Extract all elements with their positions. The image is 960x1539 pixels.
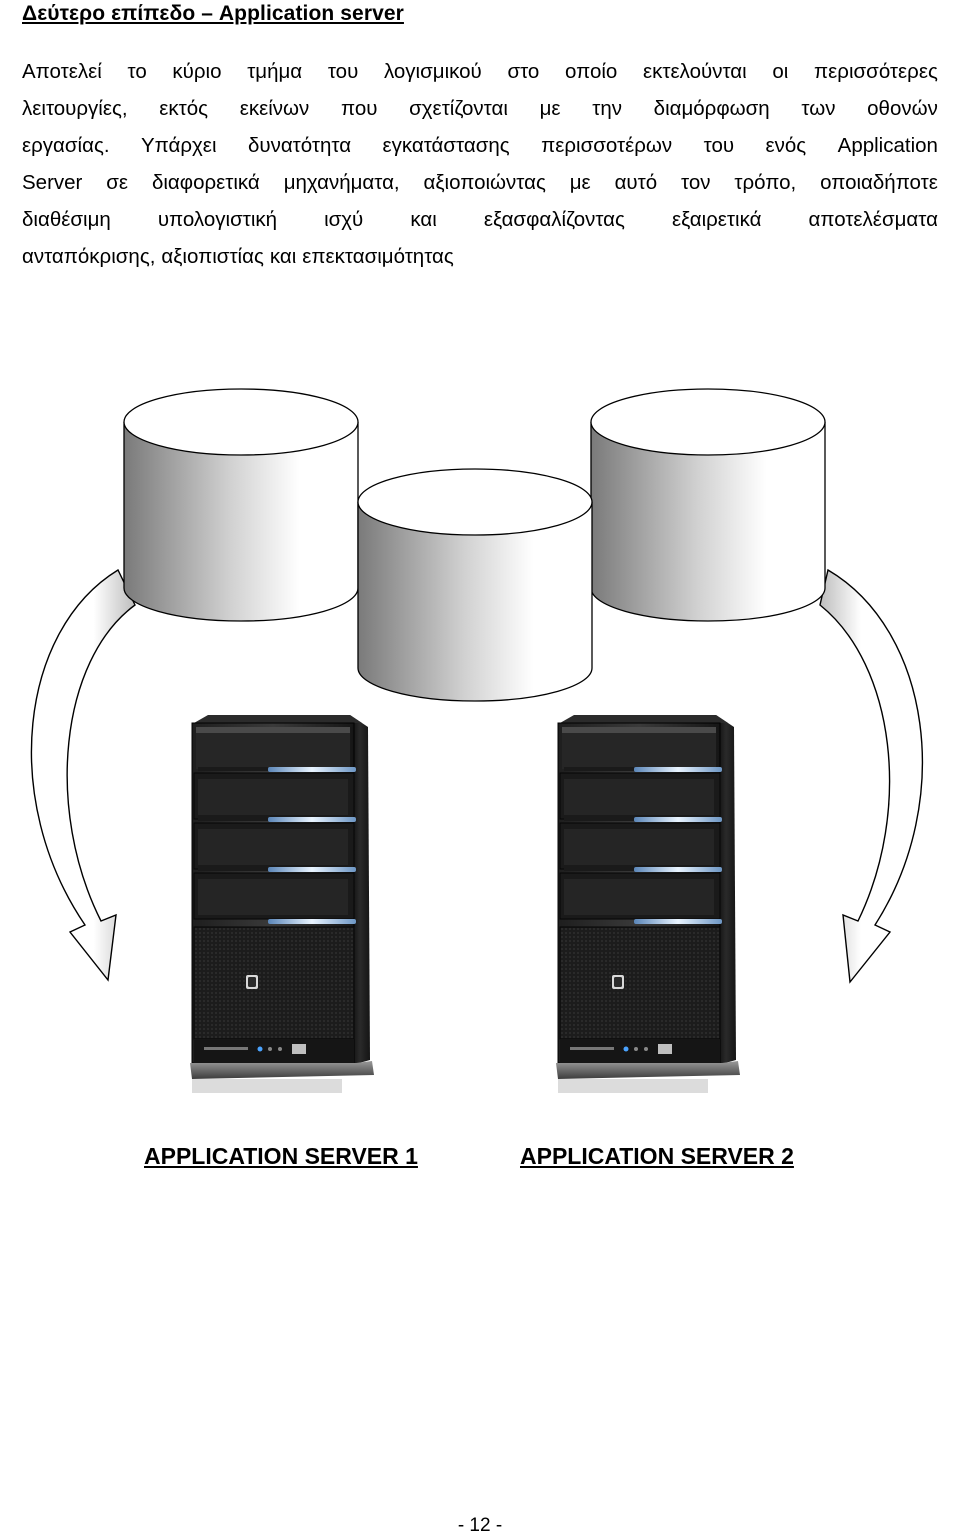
curved-arrow-left-icon: [30, 568, 136, 982]
architecture-diagram: [30, 388, 923, 1093]
server-tower-2-icon: [556, 715, 740, 1093]
server-2-caption: APPLICATION SERVER 2: [520, 1143, 794, 1169]
database-cylinder-center-icon: [357, 468, 593, 702]
server-1-caption: APPLICATION SERVER 1: [144, 1143, 418, 1169]
page-number: - 12 -: [457, 1515, 503, 1536]
curved-arrow-right-icon: [819, 568, 923, 984]
section-heading: Δεύτερο επίπεδο – Application server: [22, 2, 404, 25]
database-cylinder-left-icon: [123, 388, 359, 622]
database-cylinder-right-icon: [590, 388, 826, 622]
server-tower-1-icon: [190, 715, 374, 1093]
